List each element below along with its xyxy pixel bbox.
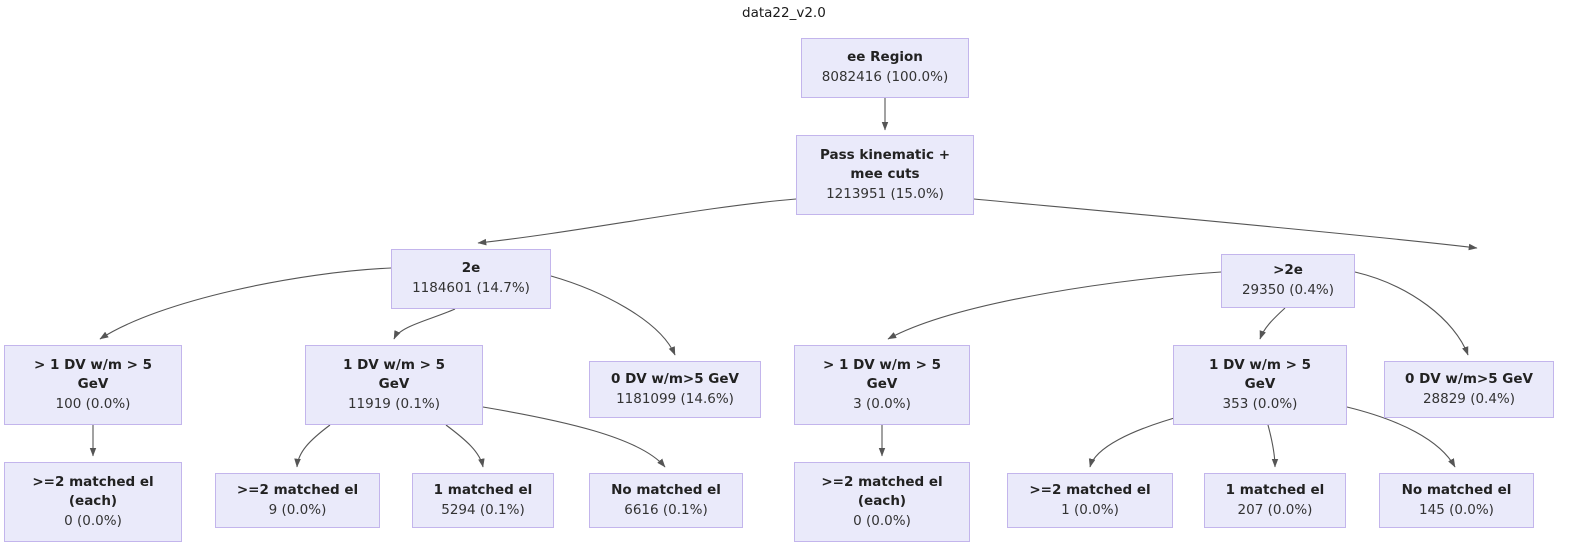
tree-node-r_1m[interactable]: 1 matched el 207 (0.0%) [1204, 473, 1346, 528]
tree-node-stat: 207 (0.0%) [1237, 501, 1313, 518]
tree-node-r_gt1dv[interactable]: > 1 DV w/m > 5 GeV 3 (0.0%) [794, 345, 970, 425]
tree-node-pass_cuts[interactable]: Pass kinematic + mee cuts 1213951 (15.0%) [796, 135, 974, 215]
tree-node-stat: 29350 (0.4%) [1241, 282, 1335, 298]
tree-node-label: 1 DV w/m > 5 GeV [342, 356, 446, 393]
tree-node-label: 1 matched el [433, 481, 533, 498]
tree-node-r_ge2[interactable]: >=2 matched el 1 (0.0%) [1007, 473, 1173, 528]
tree-node-label: No matched el [1401, 481, 1512, 498]
tree-node-stat: 9 (0.0%) [268, 501, 327, 518]
tree-node-two_e[interactable]: 2e 1184601 (14.7%) [391, 249, 551, 309]
edge-r_1dv-r_1m [1267, 424, 1279, 468]
tree-node-stat: 8082416 (100.0%) [821, 69, 949, 85]
tree-node-stat: 0 (0.0%) [64, 512, 122, 529]
tree-node-label: >=2 matched el (each) [821, 473, 943, 510]
tree-node-stat: 3 (0.0%) [853, 395, 911, 412]
tree-node-label: Pass kinematic + mee cuts [819, 146, 951, 183]
tree-node-stat: 1 (0.0%) [1061, 501, 1119, 518]
edge-l_1dv-l_ge2 [294, 424, 331, 468]
tree-node-stat: 5294 (0.1%) [441, 501, 525, 518]
edge-r_1dv-r_ge2 [1088, 414, 1186, 468]
tree-node-label: > 1 DV w/m > 5 GeV [822, 356, 942, 393]
tree-node-stat: 145 (0.0%) [1419, 501, 1494, 518]
edge-gt_two_e-r_1dv [1259, 307, 1286, 340]
tree-node-l_ge2_each[interactable]: >=2 matched el (each) 0 (0.0%) [4, 462, 182, 542]
edge-two_e-l_1dv [393, 308, 456, 340]
tree-node-label: > 1 DV w/m > 5 GeV [33, 356, 153, 393]
graph-title: data22_v2.0 [742, 5, 826, 21]
tree-node-l_0dv[interactable]: 0 DV w/m>5 GeV 1181099 (14.6%) [589, 361, 761, 418]
tree-node-label: 1 DV w/m > 5 GeV [1208, 356, 1312, 393]
tree-node-label: >2e [1273, 262, 1303, 279]
tree-node-label: 2e [461, 260, 481, 277]
tree-node-label: ee Region [847, 49, 923, 66]
tree-node-label: >=2 matched el [1029, 481, 1151, 498]
tree-node-label: 0 DV w/m>5 GeV [1404, 370, 1533, 387]
tree-node-stat: 353 (0.0%) [1222, 395, 1298, 412]
edge-pass_cuts-two_e [477, 198, 797, 246]
tree-node-l_ge2[interactable]: >=2 matched el 9 (0.0%) [215, 473, 380, 528]
edge-pass_cuts-gt_two_e [973, 198, 1478, 251]
tree-node-stat: 1184601 (14.7%) [412, 280, 530, 296]
tree-node-stat: 0 (0.0%) [853, 512, 911, 529]
tree-node-l_1m[interactable]: 1 matched el 5294 (0.1%) [412, 473, 554, 528]
tree-node-r_none[interactable]: No matched el 145 (0.0%) [1379, 473, 1534, 528]
edge-l_1dv-l_1m [445, 424, 485, 468]
tree-node-l_none[interactable]: No matched el 6616 (0.1%) [589, 473, 743, 528]
tree-node-label: 0 DV w/m>5 GeV [610, 370, 739, 387]
edge-two_e-l_gt1dv [99, 267, 392, 340]
tree-node-r_1dv[interactable]: 1 DV w/m > 5 GeV 353 (0.0%) [1173, 345, 1347, 425]
tree-node-label: >=2 matched el (each) [32, 473, 154, 510]
edge-gt_two_e-r_0dv [1354, 271, 1469, 356]
tree-node-label: >=2 matched el [236, 481, 359, 498]
edge-gt_two_e-r_gt1dv [887, 271, 1222, 340]
edge-two_e-l_0dv [550, 275, 676, 356]
tree-node-stat: 6616 (0.1%) [624, 501, 708, 518]
tree-node-label: No matched el [611, 481, 721, 498]
tree-node-label: 1 matched el [1225, 481, 1325, 498]
tree-node-r_ge2_each[interactable]: >=2 matched el (each) 0 (0.0%) [794, 462, 970, 542]
tree-node-stat: 1213951 (15.0%) [826, 185, 944, 202]
tree-node-gt_two_e[interactable]: >2e 29350 (0.4%) [1221, 254, 1355, 308]
tree-node-stat: 1181099 (14.6%) [616, 390, 734, 407]
tree-node-l_1dv[interactable]: 1 DV w/m > 5 GeV 11919 (0.1%) [305, 345, 483, 425]
tree-node-stat: 28829 (0.4%) [1422, 390, 1516, 407]
tree-node-stat: 11919 (0.1%) [347, 395, 441, 412]
tree-node-stat: 100 (0.0%) [55, 395, 131, 412]
tree-node-ee_region[interactable]: ee Region 8082416 (100.0%) [801, 38, 969, 98]
tree-node-r_0dv[interactable]: 0 DV w/m>5 GeV 28829 (0.4%) [1384, 361, 1554, 418]
tree-node-l_gt1dv[interactable]: > 1 DV w/m > 5 GeV 100 (0.0%) [4, 345, 182, 425]
